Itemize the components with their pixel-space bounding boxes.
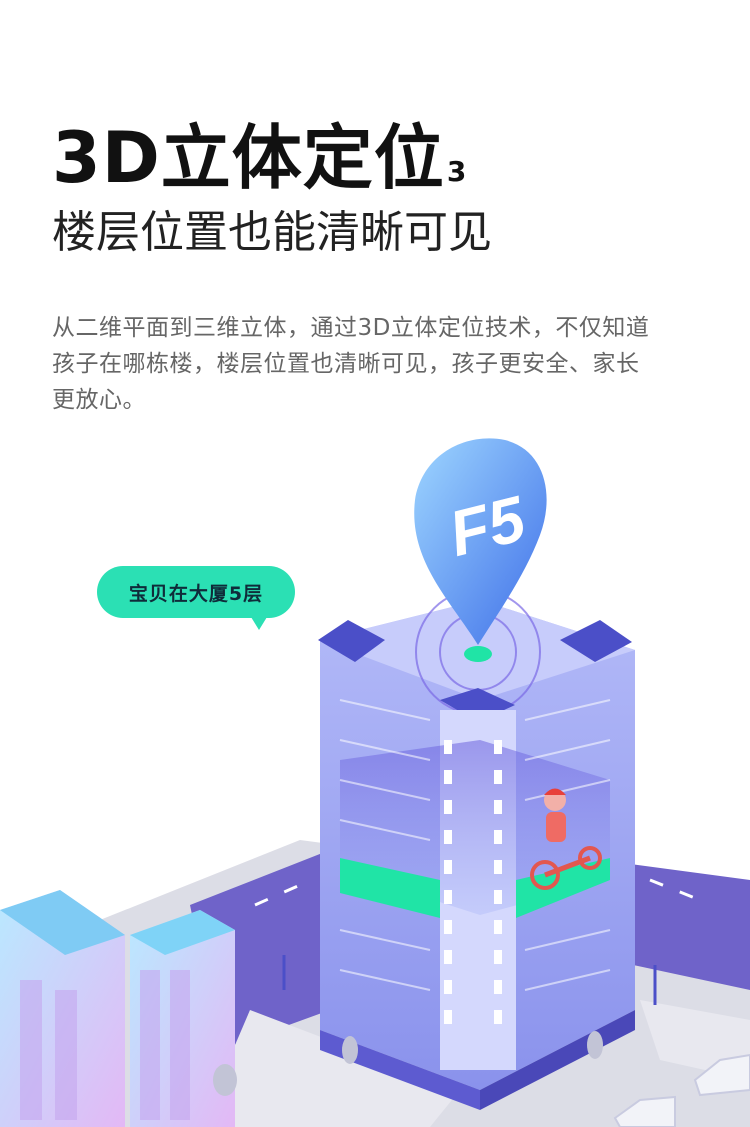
- tower-windows: [444, 740, 502, 1024]
- side-buildings: [0, 890, 235, 1127]
- page-title: 3D立体定位3: [52, 118, 467, 198]
- pin-floor-label: F5: [442, 482, 533, 570]
- feature-description: 从二维平面到三维立体，通过3D立体定位技术，不仅知道孩子在哪栋楼，楼层位置也清晰…: [52, 315, 650, 413]
- building-illustration: F5: [0, 438, 750, 1127]
- cars: [613, 1053, 750, 1127]
- main-tower: [318, 589, 635, 1110]
- trees: [213, 1031, 603, 1096]
- street-lamps: [282, 955, 657, 1005]
- location-pin-icon: F5: [414, 438, 547, 645]
- child-on-tricycle-figure: [530, 788, 602, 890]
- location-bubble-label: 宝贝在大厦5层: [128, 582, 264, 605]
- page-subtitle: 楼层位置也能清晰可见: [52, 207, 492, 258]
- floor-lines: [339, 699, 611, 991]
- page-title-text: 3D立体定位: [52, 117, 445, 199]
- location-bubble: 宝贝在大厦5层: [97, 566, 295, 630]
- footnote-marker: 3: [446, 155, 468, 188]
